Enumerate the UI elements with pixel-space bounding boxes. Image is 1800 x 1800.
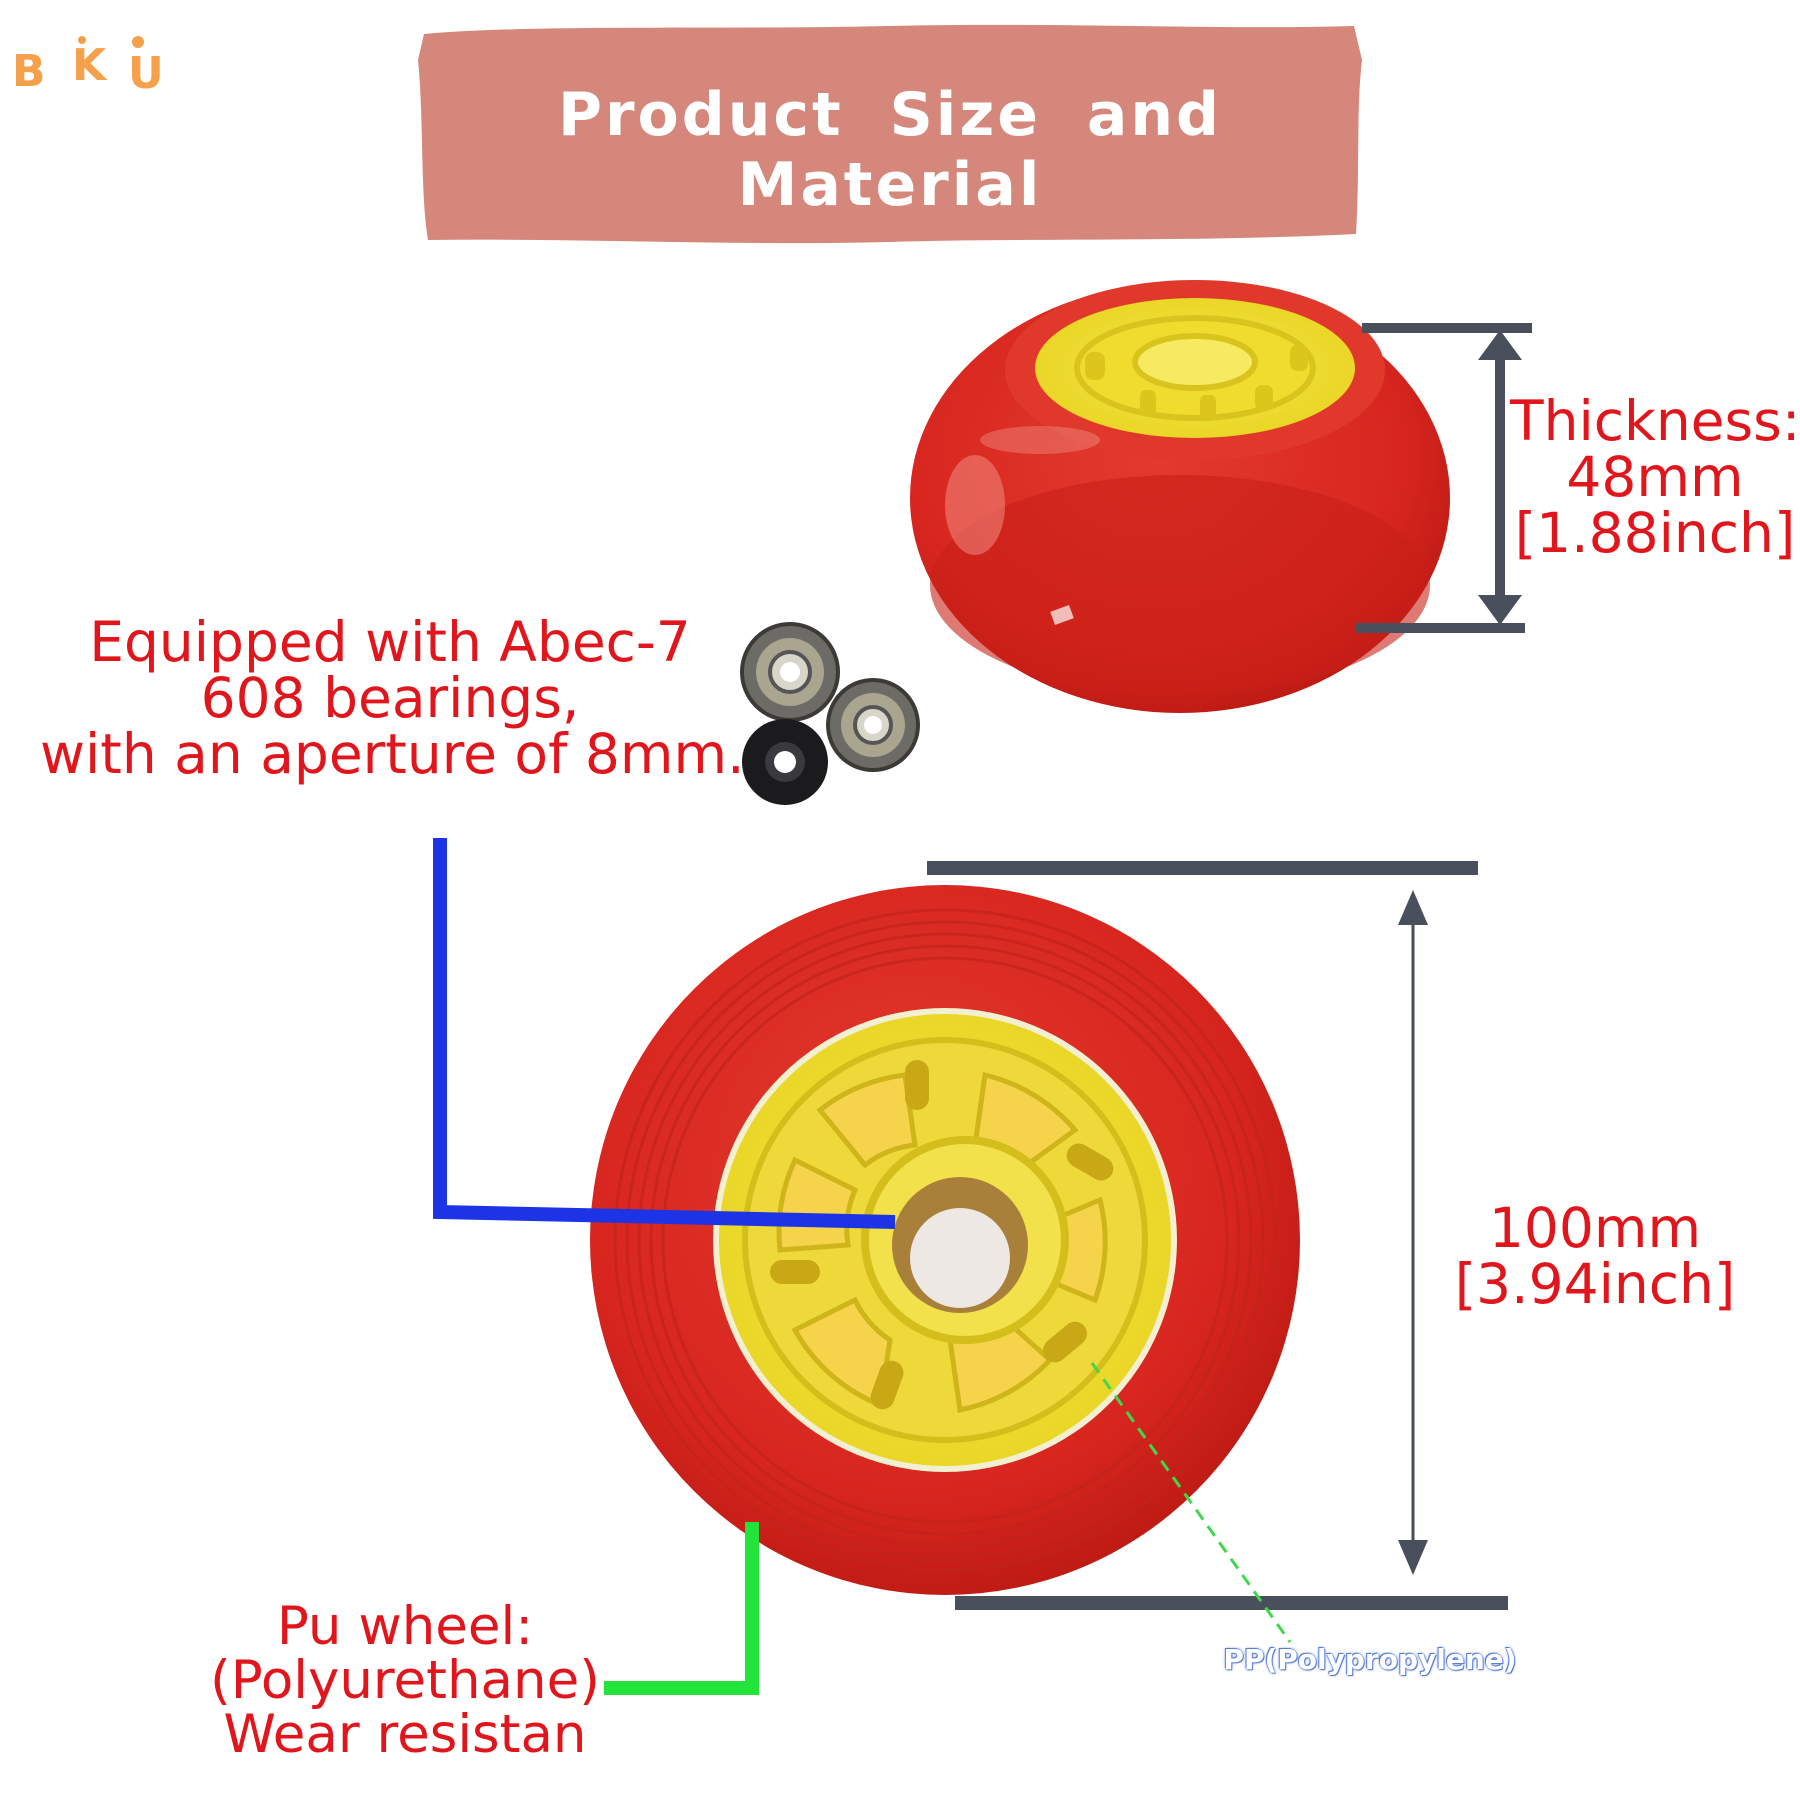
pu-line-3: Wear resistan (223, 1704, 587, 1766)
page-title: Product Size and Material (557, 80, 1223, 220)
title-banner (418, 24, 1362, 244)
logo-letter-k: K (72, 40, 108, 91)
bearings-line-2: 608 bearings, (200, 666, 580, 731)
bearings-annotation: Equipped with Abec-7 608 bearings, with … (40, 610, 745, 787)
thickness-line-3: [1.88inch] (1514, 501, 1796, 566)
pu-line-2: (Polyurethane) (210, 1650, 600, 1712)
bearing-leader-line (433, 838, 896, 1229)
wheel-front-view (590, 885, 1300, 1595)
thickness-dimension (1355, 323, 1532, 633)
pu-leader-line (604, 1522, 759, 1695)
diameter-line-2: [3.94inch] (1454, 1252, 1736, 1317)
thickness-line-2: 48mm (1566, 445, 1744, 510)
brand-logo: B K U (12, 36, 164, 98)
diameter-annotation: 100mm [3.94inch] (1440, 1200, 1750, 1312)
thickness-annotation: Thickness: 48mm [1.88inch] (1510, 393, 1800, 561)
wheel-side-view (910, 280, 1450, 713)
logo-letter-b: B (12, 46, 46, 97)
logo-sparkle-icon (78, 36, 86, 44)
diameter-line-1: 100mm (1488, 1196, 1702, 1260)
thickness-line-1: Thickness: (1510, 389, 1800, 453)
pu-wheel-annotation: Pu wheel: (Polyurethane) Wear resistan (200, 1596, 610, 1766)
pu-line-1: Pu wheel: (276, 1596, 534, 1657)
bearings-line-3: with an aperture of 8mm. (40, 722, 745, 787)
pp-leader-line (1090, 1362, 1292, 1643)
logo-flower-icon (132, 36, 144, 48)
logo-letter-u: U (128, 48, 164, 98)
diameter-dimension (927, 861, 1508, 1610)
pp-hub-annotation: PP(Polypropylene) (1223, 1643, 1517, 1676)
bearings-icon (740, 622, 920, 805)
bearings-line-1: Equipped with Abec-7 (89, 610, 691, 674)
